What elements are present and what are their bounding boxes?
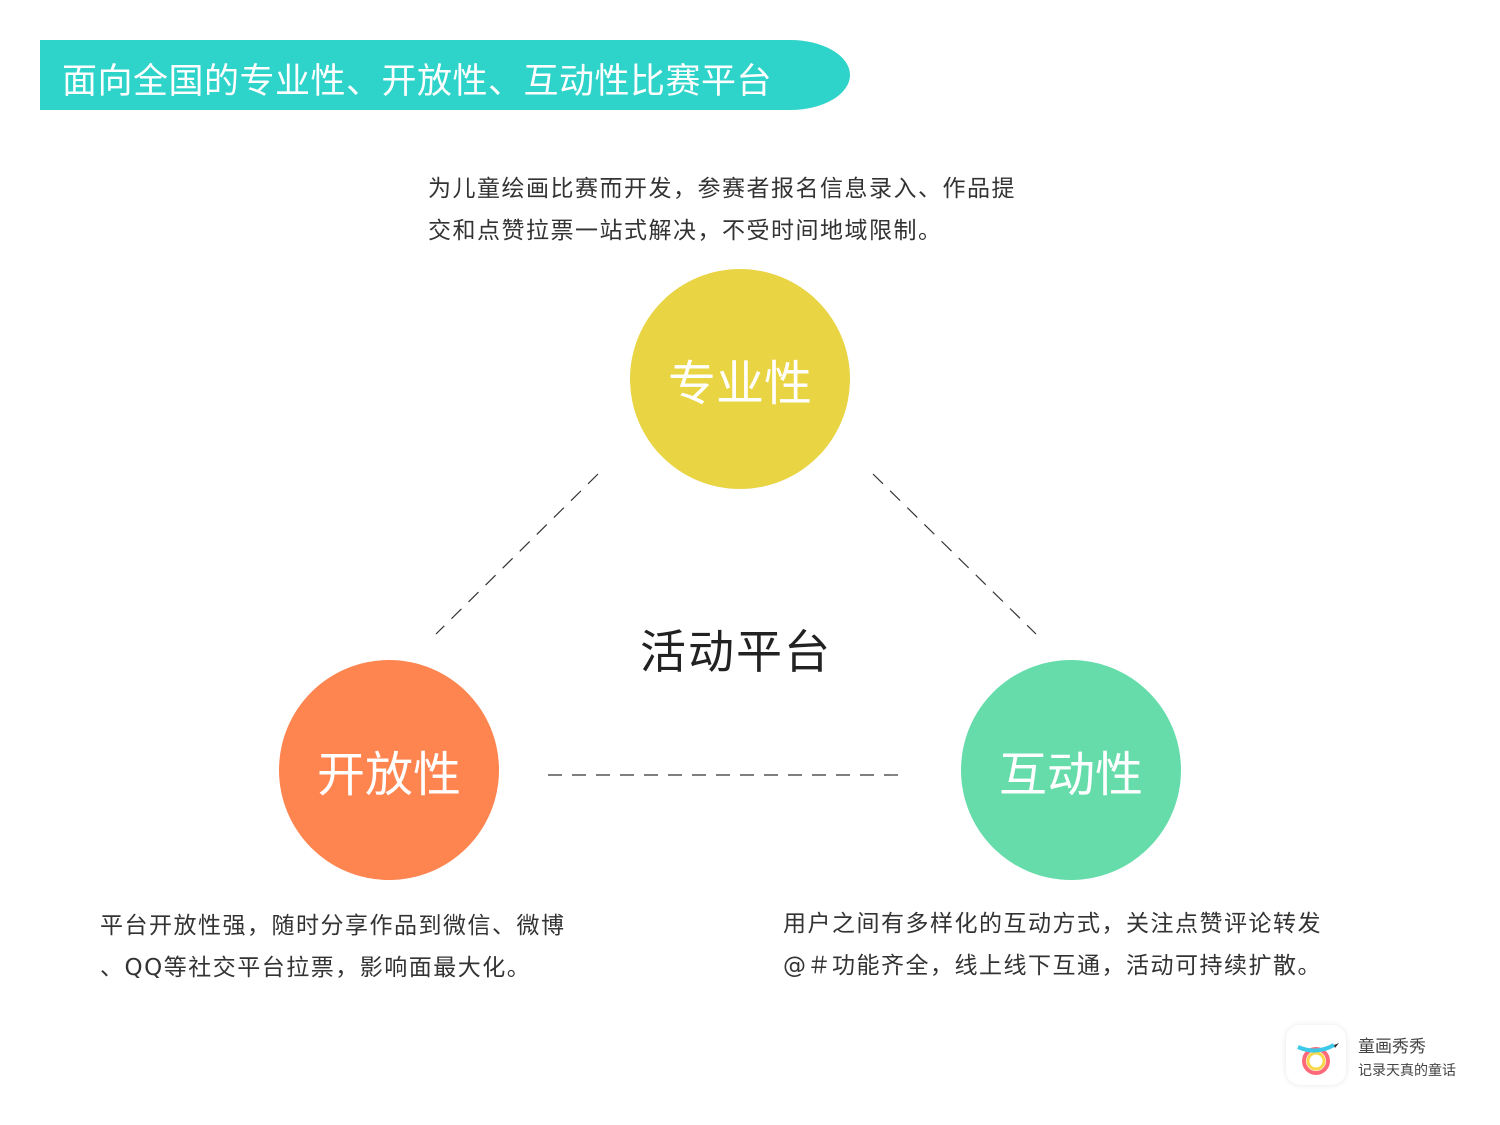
interact-desc-line-2: @＃功能齐全，线上线下互通，活动可持续扩散。 [783,953,1322,979]
app-logo-icon [1286,1025,1346,1085]
brand-name: 童画秀秀 [1358,1037,1426,1057]
dashed-line-top-right [872,473,1037,635]
node-professional: 专业性 [630,269,850,489]
node-label: 互动性 [998,747,1143,803]
open-desc-line-1: 平台开放性强，随时分享作品到微信、微博 [100,913,566,939]
node-label: 专业性 [667,356,812,412]
intro-line-1: 为儿童绘画比赛而开发，参赛者报名信息录入、作品提 [428,176,1016,202]
banner-title: 面向全国的专业性、开放性、互动性比赛平台 [62,62,773,102]
dashed-line-top-left [435,473,599,635]
open-description: 平台开放性强，随时分享作品到微信、微博 、QQ等社交平台拉票，影响面最大化。 [100,905,566,989]
node-label: 开放性 [316,747,461,803]
brand-slogan: 记录天真的童话 [1358,1063,1456,1079]
title-banner: 面向全国的专业性、开放性、互动性比赛平台 [40,40,850,110]
node-interactive: 互动性 [961,660,1181,880]
interact-description: 用户之间有多样化的互动方式，关注点赞评论转发 @＃功能齐全，线上线下互通，活动可… [783,903,1322,987]
interact-desc-line-1: 用户之间有多样化的互动方式，关注点赞评论转发 [783,911,1322,937]
intro-line-2: 交和点赞拉票一站式解决，不受时间地域限制。 [428,218,943,244]
center-label: 活动平台 [640,625,832,679]
open-desc-line-2: 、QQ等社交平台拉票，影响面最大化。 [100,955,532,981]
node-open: 开放性 [279,660,499,880]
intro-text: 为儿童绘画比赛而开发，参赛者报名信息录入、作品提 交和点赞拉票一站式解决，不受时… [428,168,1016,252]
